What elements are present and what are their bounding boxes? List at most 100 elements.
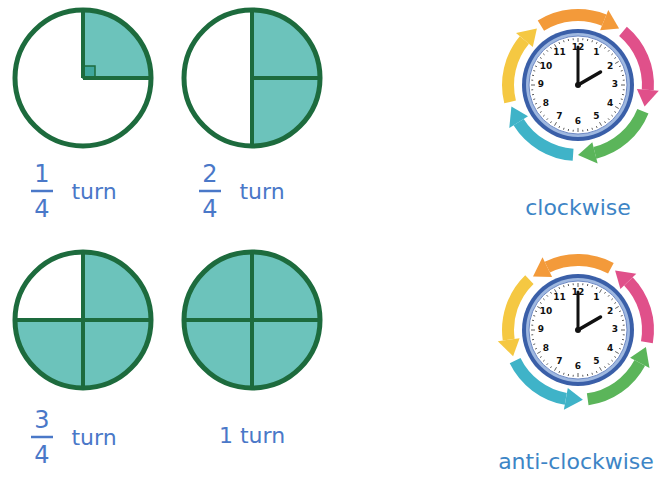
clock-tick	[531, 334, 533, 335]
clock-tick	[614, 57, 616, 58]
clock-tick	[605, 121, 606, 123]
arrow-head	[516, 28, 537, 47]
clock-tick	[550, 366, 551, 368]
clock-tick	[587, 374, 588, 376]
fraction-numerator: 3	[34, 407, 49, 433]
clocks	[498, 10, 659, 410]
clock-number: 1	[593, 48, 599, 58]
clock-tick	[587, 129, 588, 131]
clock-tick	[582, 38, 583, 40]
clock-tick	[596, 126, 598, 128]
clock-tick	[531, 325, 533, 326]
clock-tick	[573, 38, 574, 40]
clock-tick	[568, 284, 569, 286]
clock-number: 3	[612, 80, 618, 90]
clock-number: 4	[607, 99, 613, 109]
clock-tick	[533, 98, 535, 100]
clock	[498, 257, 650, 410]
clock-tick	[532, 320, 534, 321]
hour-hand	[578, 317, 601, 330]
clock-tick	[531, 330, 535, 331]
clock-number: 11	[553, 293, 566, 303]
clock-number: 4	[607, 344, 613, 354]
clock-tick	[605, 292, 606, 294]
clock-tick	[615, 352, 619, 354]
minute-hand	[577, 47, 580, 85]
clock-tick	[582, 283, 583, 285]
clock-tick	[615, 307, 619, 309]
clock-tick	[611, 115, 613, 116]
clock-tick	[558, 371, 560, 373]
minute-hand	[577, 292, 580, 330]
clock-pin	[575, 327, 581, 333]
clock-tick	[563, 40, 565, 42]
clock-tick	[555, 367, 557, 371]
clock-tick	[547, 363, 548, 365]
clock-tick	[619, 310, 621, 312]
clock-tick	[550, 121, 551, 123]
turn-label: turn	[71, 426, 116, 450]
clock-number: 9	[538, 80, 544, 90]
clock-tick	[621, 70, 623, 72]
clock-tick	[563, 373, 565, 375]
clock-tick	[547, 118, 548, 120]
clock-tick	[543, 299, 545, 300]
arrow-arc	[547, 260, 611, 268]
arrow-head	[578, 142, 598, 163]
clock-number: 12	[572, 43, 585, 53]
clock-tick	[578, 283, 579, 287]
clock-number: 7	[556, 357, 562, 367]
clock-face	[529, 281, 627, 379]
clock-number: 6	[575, 362, 581, 372]
clock-tick	[535, 103, 537, 105]
clock-tick	[600, 122, 602, 126]
arrow-head	[615, 271, 636, 289]
fraction-denominator: 4	[34, 196, 49, 222]
arrow-head	[630, 347, 649, 368]
clock-tick	[611, 299, 613, 300]
whole-circle	[184, 252, 320, 388]
fraction-bar	[199, 190, 221, 193]
clock-tick	[547, 50, 548, 52]
clock-tick	[623, 89, 625, 90]
clock-number: 1	[593, 293, 599, 303]
clock-tick	[532, 75, 534, 76]
fraction-numerator: 2	[202, 161, 217, 187]
clock-tick	[532, 94, 534, 95]
clock-tick	[555, 122, 557, 126]
clock-tick	[568, 374, 569, 376]
clock-number: 12	[572, 288, 585, 298]
clock-tick	[568, 129, 569, 131]
clock-tick	[587, 39, 588, 41]
clock-tick	[550, 47, 551, 49]
arrow-head	[533, 257, 552, 277]
clock-tick	[582, 130, 583, 132]
clock-number: 7	[556, 112, 562, 122]
clock-tick	[582, 375, 583, 377]
clock-tick	[591, 373, 593, 375]
fraction-bar	[31, 190, 53, 193]
three-quarter-circle	[15, 252, 151, 388]
clock-tick	[600, 367, 602, 371]
clock-tick	[615, 107, 619, 109]
clock-tick	[533, 343, 535, 345]
clock-number: 9	[538, 325, 544, 335]
clock-tick	[614, 112, 616, 113]
clock-tick	[611, 54, 613, 55]
arrow-arc	[508, 40, 524, 102]
clock-tick	[621, 98, 623, 100]
clock-tick	[619, 103, 621, 105]
clock-tick	[550, 292, 551, 294]
clock-number: 2	[607, 307, 613, 317]
clock-tick	[563, 128, 565, 130]
clock-rim	[522, 274, 634, 386]
arrow-head	[600, 10, 619, 30]
clock-number: 2	[607, 62, 613, 72]
clock-tick	[600, 44, 602, 48]
clock-tick	[623, 334, 625, 335]
turn-label: 1 turn	[219, 424, 285, 448]
clock-tick	[578, 38, 579, 42]
clock-tick	[537, 107, 541, 109]
